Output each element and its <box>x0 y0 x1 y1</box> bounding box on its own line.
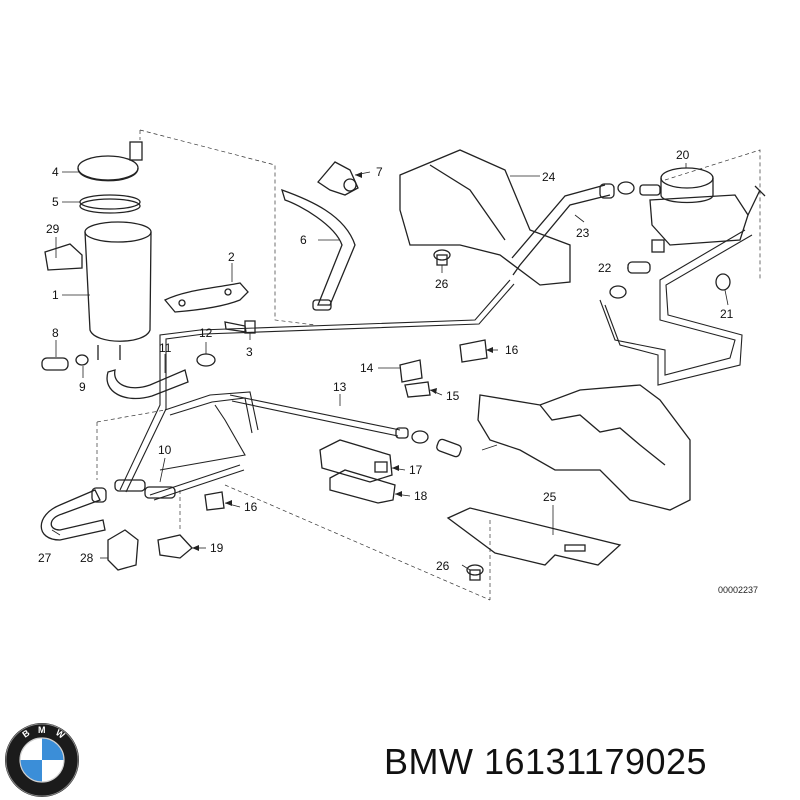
callout-4: 4 <box>52 165 59 179</box>
callout-22: 22 <box>598 261 612 275</box>
callout-17: 17 <box>409 463 423 477</box>
grommet <box>433 249 484 581</box>
callout-12: 12 <box>199 326 213 340</box>
callout-27: 27 <box>38 551 52 565</box>
vent-hose-upper <box>511 183 615 276</box>
callout-6: 6 <box>300 233 307 247</box>
callout-28: 28 <box>80 551 94 565</box>
callout-13: 13 <box>333 380 347 394</box>
callout-29: 29 <box>46 222 60 236</box>
callout-25: 25 <box>543 490 557 504</box>
callout-24: 24 <box>542 170 556 184</box>
protection-plate <box>446 507 622 566</box>
callout-26b: 26 <box>436 559 450 573</box>
line-holder <box>319 439 396 504</box>
drawing-code: 00002237 <box>718 585 758 595</box>
callout-3: 3 <box>246 345 253 359</box>
callout-2: 2 <box>228 250 235 264</box>
fuel-separator <box>639 167 766 253</box>
vent-hose <box>281 188 356 311</box>
callout-15: 15 <box>446 389 460 403</box>
group-outline-dashed <box>96 129 761 601</box>
connectors <box>395 427 462 458</box>
callout-19: 19 <box>210 541 224 555</box>
bottom-clips <box>107 529 193 571</box>
callout-1: 1 <box>52 288 59 302</box>
fuel-tank <box>477 384 691 511</box>
callout-10: 10 <box>158 443 172 457</box>
hose-clip <box>317 161 359 196</box>
callout-5: 5 <box>52 195 59 209</box>
bmw-logo: B M W <box>5 723 79 797</box>
heat-shield <box>399 149 571 286</box>
callout-14: 14 <box>360 361 374 375</box>
callout-26a: 26 <box>435 277 449 291</box>
part-number-caption: BMW 16131179025 <box>384 741 708 782</box>
callout-20: 20 <box>676 148 690 162</box>
callout-21: 21 <box>720 307 734 321</box>
callout-16a: 16 <box>505 343 519 357</box>
callout-8: 8 <box>52 326 59 340</box>
callout-arrows <box>192 172 493 551</box>
u-hose <box>40 487 107 541</box>
fuel-lines <box>119 229 753 501</box>
callout-23: 23 <box>576 226 590 240</box>
callout-11: 11 <box>159 341 172 355</box>
small-hoses <box>41 353 216 400</box>
clamps <box>609 181 731 299</box>
line-clips <box>204 339 488 511</box>
callout-7: 7 <box>376 165 383 179</box>
svg-text:B: B <box>20 727 31 739</box>
charcoal-canister <box>44 141 152 360</box>
callout-16b: 16 <box>244 500 258 514</box>
short-hose <box>114 479 176 499</box>
mounting-bracket <box>163 282 249 313</box>
leader-lines <box>51 163 729 571</box>
bolt <box>224 320 256 334</box>
callout-labels: 4 5 29 1 2 3 6 7 8 9 11 12 13 14 15 16 1… <box>38 148 758 595</box>
callout-9: 9 <box>79 380 86 394</box>
callout-18: 18 <box>414 489 428 503</box>
svg-text:M: M <box>38 725 46 735</box>
